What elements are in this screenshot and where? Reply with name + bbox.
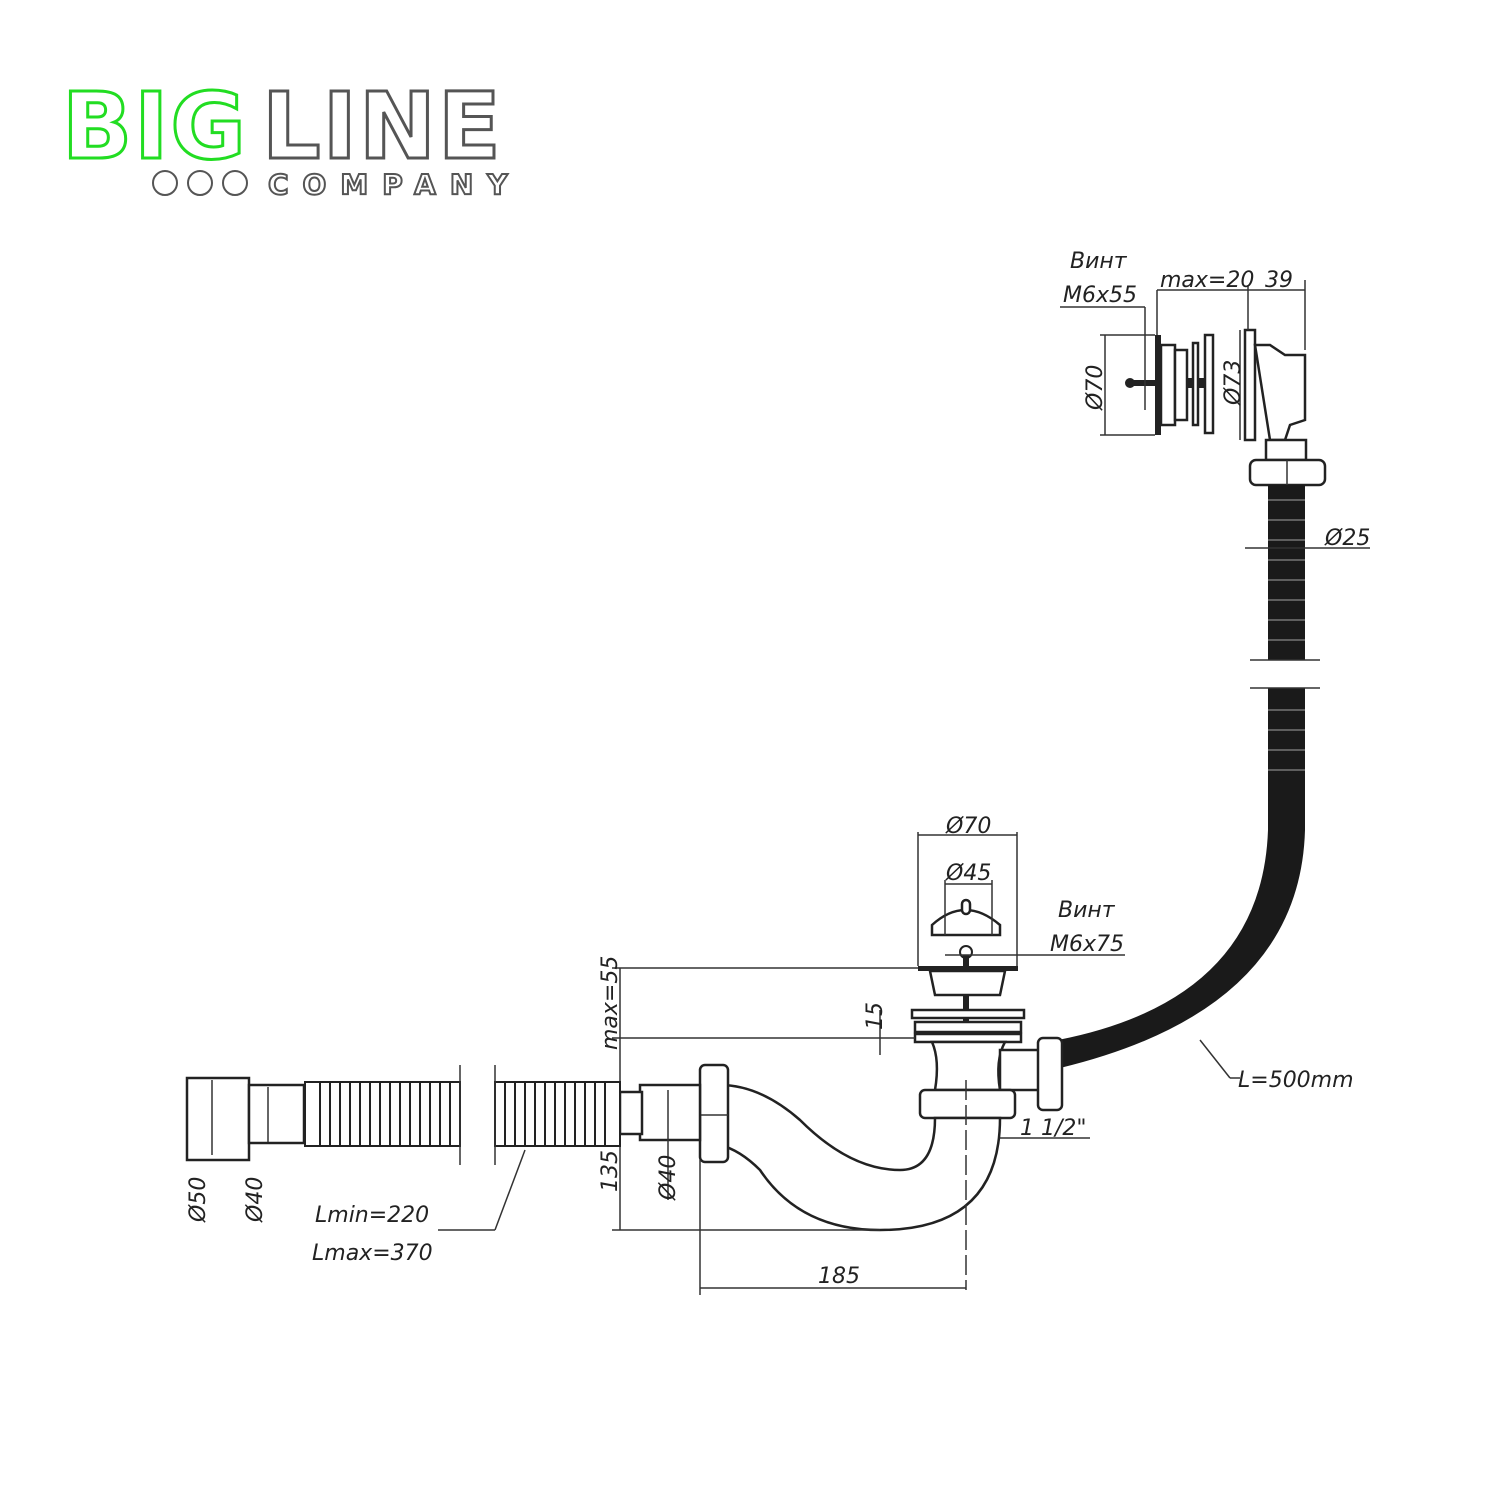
overflow-screw-label: Винт xyxy=(1070,249,1128,274)
logo-company: COMPANY xyxy=(268,168,522,201)
overflow-max-dim: max=20 xyxy=(1160,268,1254,293)
trap-height-dim: 135 xyxy=(598,1150,623,1192)
hose-length: L=500mm xyxy=(1238,1068,1354,1093)
drain-inner-dia: Ø45 xyxy=(945,861,991,886)
drain-thickness-dim: 15 xyxy=(863,1002,888,1030)
outlet-outer-dia: Ø50 xyxy=(186,1177,211,1223)
logo-circle-icon xyxy=(222,170,248,196)
trap-dia: Ø40 xyxy=(656,1155,681,1201)
outlet-lmin: Lmin=220 xyxy=(315,1203,429,1228)
overflow-depth-dim: 39 xyxy=(1265,268,1293,293)
hose-dia: Ø25 xyxy=(1324,526,1370,551)
outlet-inner-dia: Ø40 xyxy=(243,1177,268,1223)
trap-offset-dim: 185 xyxy=(818,1264,860,1289)
drain-screw-label: Винт xyxy=(1058,898,1116,923)
drain-max-dim: max=55 xyxy=(598,956,623,1050)
overflow-plate-dia: Ø70 xyxy=(1083,365,1108,411)
overflow-flange-dia: Ø73 xyxy=(1221,360,1246,406)
drain-screw-size: M6x75 xyxy=(1050,932,1124,957)
logo-big: BIG xyxy=(62,73,248,180)
overflow-screw-size: M6x55 xyxy=(1063,283,1137,308)
logo-circle-icon xyxy=(152,170,178,196)
thread-size: 1 1/2" xyxy=(1020,1116,1087,1141)
overflow-assembly: Винт M6x55 max=20 39 Ø70 Ø73 Ø25 xyxy=(1058,249,1370,1068)
outlet-lmax: Lmax=370 xyxy=(312,1241,433,1266)
drain-outer-dia: Ø70 xyxy=(945,814,991,839)
logo-circle-icon xyxy=(187,170,213,196)
logo-line: LINE xyxy=(262,73,503,180)
outlet-pipe: Ø50 Ø40 Lmin=220 Lmax=370 xyxy=(185,1065,621,1266)
bigline-logo: BIG LINE COMPANY xyxy=(61,72,522,203)
drain-assembly: Ø70 Ø45 Винт M6x75 max=55 15 L=500mm 1 1… xyxy=(598,814,1354,1295)
